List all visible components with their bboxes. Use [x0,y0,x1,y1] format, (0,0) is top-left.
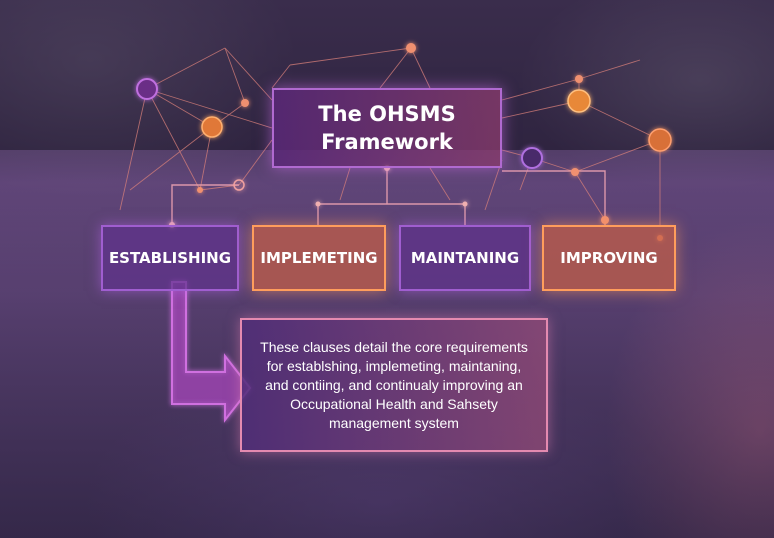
description-line: Occupational Health and Sahsety [290,395,498,412]
network-nodes [136,43,672,241]
stage-improving: IMPROVING [542,225,676,291]
description-line: for establshing, implemeting, maintaning… [266,357,522,374]
description-box: These clauses detail the core requiremen… [240,318,548,452]
framework-title: The OHSMS Framework [318,102,456,154]
stage-implementing: IMPLEMETING [252,225,386,291]
stage-label: IMPROVING [560,249,658,267]
stage-label: ESTABLISHING [108,249,232,267]
stage-label: MAINTANING [410,249,520,267]
description-line: These clauses detail the core requiremen… [260,338,528,355]
arrow-connector [171,281,252,423]
description-line: management system [329,414,459,431]
stage-establishing: ESTABLISHING [101,225,239,291]
description-line: and contiing, and continualy improving a… [265,376,523,393]
stage-label: IMPLEMETING [260,249,378,267]
framework-title-box: The OHSMS Framework [272,88,502,168]
connector-lines [171,168,606,225]
stage-maintaining: MAINTANING [399,225,531,291]
